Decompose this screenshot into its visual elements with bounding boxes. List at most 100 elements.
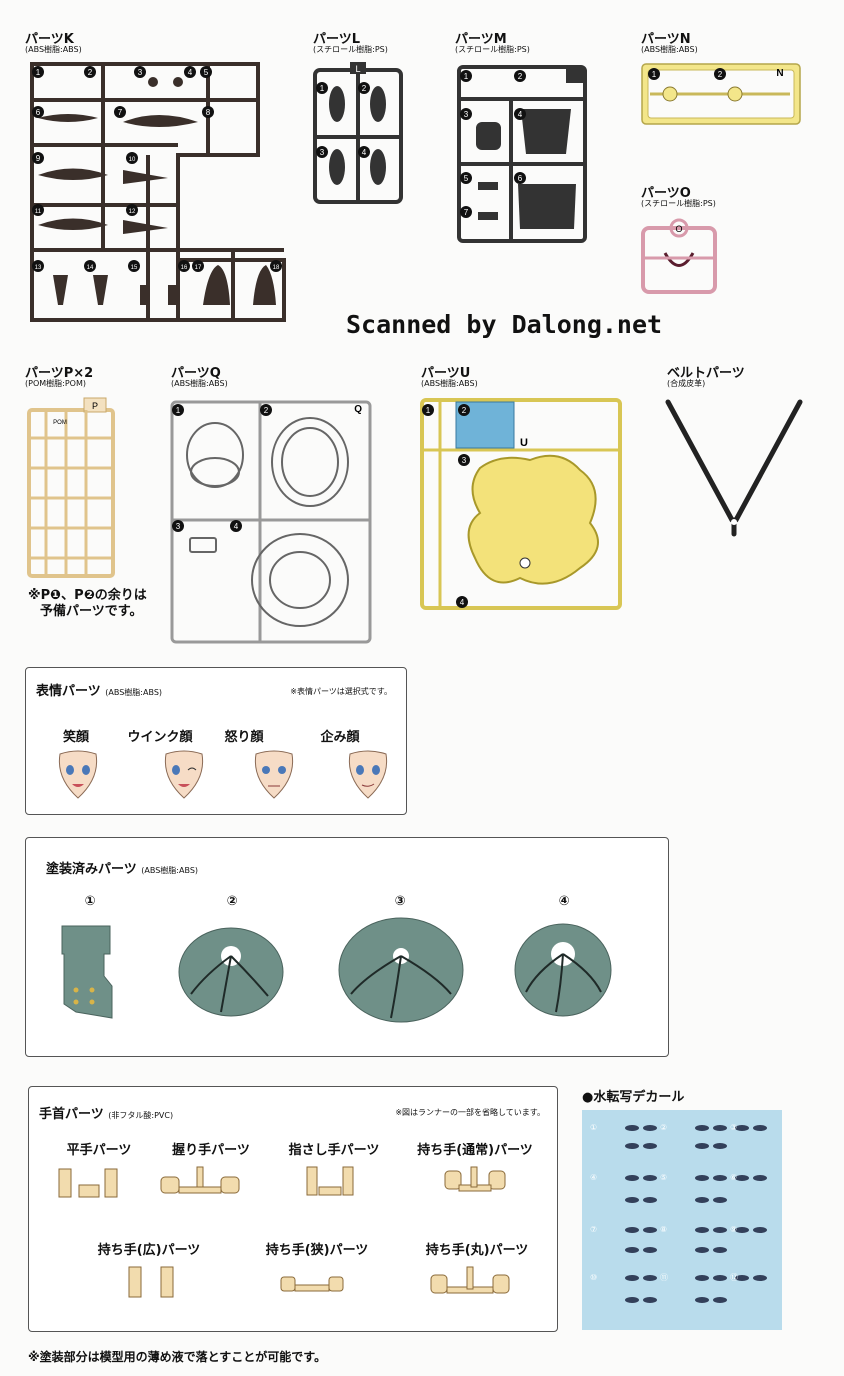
svg-text:4: 4 <box>518 110 523 119</box>
runner-o-title: パーツO <box>641 186 691 201</box>
decal-num-6: ⑥ <box>730 1173 737 1182</box>
runner-q-number-badge: 1 <box>172 404 184 416</box>
runner-u-tag: U <box>520 437 528 449</box>
runner-m-number-badge: 6 <box>514 172 526 184</box>
hand-label-flat: 平手パーツ <box>66 1143 132 1158</box>
runner-p-material: (POM樹脂:POM) <box>25 379 86 388</box>
runner-u-number-badge: 3 <box>458 454 470 466</box>
svg-text:4: 4 <box>188 68 193 77</box>
decal-num-7: ⑦ <box>590 1225 597 1234</box>
svg-text:3: 3 <box>138 68 143 77</box>
expression-label-angry: 怒り顔 <box>224 730 264 745</box>
decal-num-1: ① <box>590 1123 597 1132</box>
svg-text:3: 3 <box>462 456 467 465</box>
svg-text:1: 1 <box>652 70 657 79</box>
decal-num-3: ③ <box>730 1123 737 1132</box>
svg-text:4: 4 <box>460 598 465 607</box>
hand-parts <box>58 1166 510 1298</box>
decal-title: ●水転写デカール <box>582 1090 685 1105</box>
painted-panel: 塗装済みパーツ (ABS樹脂:ABS) ① ② ③ ④ <box>25 837 669 1057</box>
runner-u-diagram: U 1 2 3 4 <box>420 398 622 610</box>
runner-m-number-badge: 3 <box>460 108 472 120</box>
hand-panel: 手首パーツ (非フタル酸:PVC) ※図はランナーの一部を省略しています。 平手… <box>28 1086 558 1332</box>
svg-text:6: 6 <box>36 108 41 117</box>
expression-label-scheme: 企み顔 <box>320 730 360 745</box>
runner-l-diagram: L 1 2 3 4 <box>313 62 403 204</box>
runner-k-material: (ABS樹脂:ABS) <box>25 45 82 54</box>
svg-text:9: 9 <box>36 154 41 163</box>
painted-num-2: ② <box>226 894 238 909</box>
hand-label-hold-normal: 持ち手(通常)パーツ <box>417 1143 533 1158</box>
hand-panel-title: 手首パーツ (非フタル酸:PVC) <box>39 1107 174 1122</box>
expression-panel: 表情パーツ (ABS樹脂:ABS) ※表情パーツは選択式です。 笑顔 ウインク顔… <box>25 667 407 815</box>
svg-text:2: 2 <box>88 68 93 77</box>
runner-o-tag: O <box>675 224 682 234</box>
runner-k-number-badge: 9 <box>32 152 44 164</box>
runner-k-number-badge: 12 <box>126 204 138 216</box>
runner-u-material: (ABS樹脂:ABS) <box>421 379 478 388</box>
runner-n-tag: N <box>776 68 783 79</box>
svg-text:14: 14 <box>87 265 94 271</box>
svg-text:3: 3 <box>176 522 181 531</box>
runner-m-number-badge: 2 <box>514 70 526 82</box>
svg-text:3: 3 <box>464 110 469 119</box>
runner-k-number-badge: 8 <box>202 106 214 118</box>
runner-p-note-line2: 予備パーツです。 <box>40 604 143 619</box>
runner-k-number-badge: 6 <box>32 106 44 118</box>
painted-num-3: ③ <box>394 894 406 909</box>
decal-num-12: ⑫ <box>730 1273 738 1282</box>
svg-text:16: 16 <box>181 265 188 271</box>
runner-k-number-badge: 3 <box>134 66 146 78</box>
svg-text:3: 3 <box>320 148 325 157</box>
runner-m-number-badge: 1 <box>460 70 472 82</box>
runner-l-number-badge: 1 <box>316 82 328 94</box>
svg-text:6: 6 <box>518 174 523 183</box>
runner-p-tag: P <box>92 401 98 411</box>
decal-num-10: ⑩ <box>590 1273 597 1282</box>
hand-label-hold-wide: 持ち手(広)パーツ <box>97 1243 201 1258</box>
runner-k-number-badge: 14 <box>84 260 96 272</box>
runner-u-number-badge: 1 <box>422 404 434 416</box>
svg-text:1: 1 <box>176 406 181 415</box>
runner-l-tag: L <box>355 64 360 74</box>
svg-text:1: 1 <box>36 68 41 77</box>
painted-panel-title: 塗装済みパーツ (ABS樹脂:ABS) <box>46 862 199 877</box>
runner-k-number-badge: 16 <box>178 260 190 272</box>
runner-u-title: パーツU <box>421 366 471 381</box>
runner-k-number-badge: 1 <box>32 66 44 78</box>
expression-panel-title: 表情パーツ (ABS樹脂:ABS) <box>36 684 163 699</box>
expression-label-smile: 笑顔 <box>62 730 89 745</box>
svg-text:2: 2 <box>462 406 467 415</box>
hand-label-fist: 握り手パーツ <box>172 1143 250 1158</box>
hand-label-point: 指さし手パーツ <box>288 1143 380 1158</box>
svg-text:4: 4 <box>362 148 367 157</box>
watermark-text: Scanned by Dalong.net <box>346 310 663 339</box>
runner-m-number-badge: 4 <box>514 108 526 120</box>
belt-material: (合成皮革) <box>667 379 706 388</box>
svg-text:2: 2 <box>264 406 269 415</box>
runner-u-number-badge: 4 <box>456 596 468 608</box>
svg-text:5: 5 <box>464 174 469 183</box>
decal-num-9: ⑨ <box>730 1225 737 1234</box>
runner-k-number-badge: 17 <box>192 260 204 272</box>
painted-num-1: ① <box>84 894 96 909</box>
runner-p-pom-label: POM <box>53 420 67 426</box>
runner-o-diagram: O <box>641 218 717 294</box>
runner-l-number-badge: 3 <box>316 146 328 158</box>
runner-m-material: (スチロール樹脂:PS) <box>455 45 530 54</box>
svg-text:2: 2 <box>518 72 523 81</box>
svg-text:1: 1 <box>320 84 325 93</box>
runner-q-material: (ABS樹脂:ABS) <box>171 379 228 388</box>
runner-m-number-badge: 5 <box>460 172 472 184</box>
decal-num-11: ⑪ <box>660 1273 668 1282</box>
svg-text:2: 2 <box>362 84 367 93</box>
runner-p-diagram: P POM <box>27 397 115 578</box>
runner-q-title: パーツQ <box>171 366 221 381</box>
decal-num-8: ⑧ <box>660 1225 667 1234</box>
svg-text:10: 10 <box>129 157 136 163</box>
svg-text:1: 1 <box>464 72 469 81</box>
painted-parts <box>61 917 612 1023</box>
runner-l-title: パーツL <box>313 32 361 47</box>
